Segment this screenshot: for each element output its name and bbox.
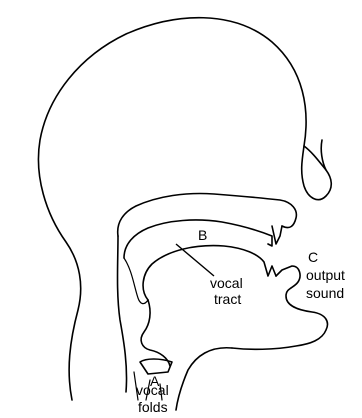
pharynx-front-wall <box>141 300 170 366</box>
label-output-line1: output <box>306 267 345 283</box>
label-vocal-tract-line2: tract <box>214 291 241 307</box>
label-output-line2: sound <box>306 285 344 301</box>
label-c: C <box>308 249 318 265</box>
larynx-outline <box>140 359 172 374</box>
velum-outline <box>124 258 148 304</box>
label-b: B <box>198 227 207 243</box>
upper-teeth <box>272 226 282 244</box>
jaw-outline <box>176 348 232 410</box>
head-profile-outline <box>38 18 331 400</box>
label-vocal-folds-line2: folds <box>138 399 168 415</box>
label-vocal-folds-line1: vocal <box>136 382 169 398</box>
vocal-tract-pointer <box>176 244 214 276</box>
label-vocal-tract-line1: vocal <box>210 275 243 291</box>
